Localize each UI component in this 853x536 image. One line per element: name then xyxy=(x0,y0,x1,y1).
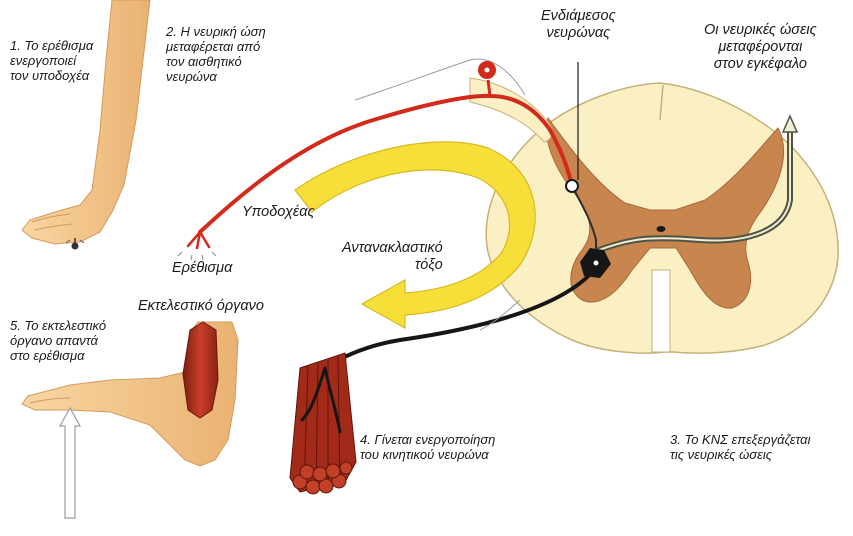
spinal-nerve-outline xyxy=(354,58,526,101)
stimulus-marks xyxy=(177,251,217,261)
central-canal xyxy=(656,226,666,232)
reflex-arc-label: Αντανακλαστικό τόξο xyxy=(342,240,443,273)
step3-label: 3. Το ΚΝΣ επεξεργάζεται τις νευρικές ώσε… xyxy=(670,432,811,462)
upward-arrow-icon xyxy=(58,406,82,519)
ascending-arrowhead xyxy=(781,114,799,133)
step1-label: 1. Το ερέθισμα ενεργοποιεί τον υποδοχέα xyxy=(10,38,94,83)
muscle-bundle xyxy=(289,352,357,495)
to-brain-label: Οι νευρικές ώσεις μεταφέρονται στον εγκέ… xyxy=(704,22,817,72)
motor-neuron-axon xyxy=(323,268,596,370)
ventral-root-outline xyxy=(479,299,521,331)
stimulus-label: Ερέθισμα xyxy=(172,260,233,276)
sensory-neuron-stem xyxy=(486,79,492,97)
ventral-median-fissure xyxy=(651,269,671,353)
step2-label: 2. Η νευρική ώση μεταφέρεται από τον αισ… xyxy=(166,24,266,84)
receptor-label: Υποδοχέας xyxy=(242,204,315,220)
step4-label: 4. Γίνεται ενεργοποίηση του κινητικού νε… xyxy=(360,432,496,462)
effector-label: Εκτελεστικό όργανο xyxy=(138,298,264,314)
thumbtack-icon xyxy=(65,238,85,250)
step5-label: 5. Το εκτελεστικό όργανο απαντά στο ερέθ… xyxy=(10,318,107,363)
interneuron-label: Ενδιάμεσος νευρώνας xyxy=(541,8,616,41)
biceps-muscle xyxy=(182,321,219,419)
arm-lower xyxy=(21,321,239,467)
dorsal-root xyxy=(469,77,553,143)
interneuron-cell-body xyxy=(565,179,579,193)
arm-upper xyxy=(21,0,151,245)
receptor-dendrites xyxy=(186,230,211,250)
sensory-neuron-axon xyxy=(198,93,574,234)
motor-axon-highlight xyxy=(300,366,342,434)
reflex-arc-arrow xyxy=(294,141,536,330)
dorsal-median-sulcus xyxy=(659,84,664,121)
